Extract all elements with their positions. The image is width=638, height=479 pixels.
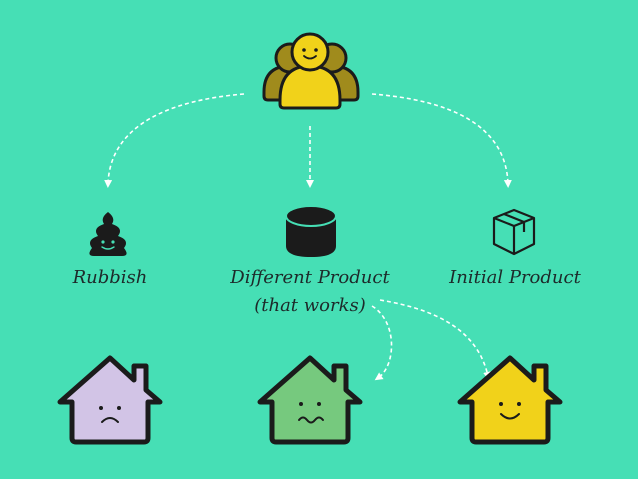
label-different-product: Different Product (that works)	[210, 266, 410, 318]
label-different-product-line2: (that works)	[254, 295, 366, 316]
label-different-product-line1: Different Product	[230, 267, 390, 288]
poop-icon	[89, 212, 127, 256]
arrow-to-happy-house	[379, 299, 492, 380]
queasy-house-icon	[257, 355, 363, 445]
happy-house-icon	[457, 355, 563, 445]
user-group-icon	[262, 32, 360, 110]
label-rubbish: Rubbish	[72, 267, 148, 288]
package-icon	[492, 208, 536, 256]
sad-house-icon	[57, 355, 163, 445]
label-initial-product: Initial Product	[449, 267, 581, 288]
arrow-to-queasy-house	[371, 305, 393, 381]
arrow-to-initial-product	[371, 93, 512, 188]
cylinder-icon	[285, 205, 337, 257]
arrow-to-rubbish	[104, 93, 245, 188]
